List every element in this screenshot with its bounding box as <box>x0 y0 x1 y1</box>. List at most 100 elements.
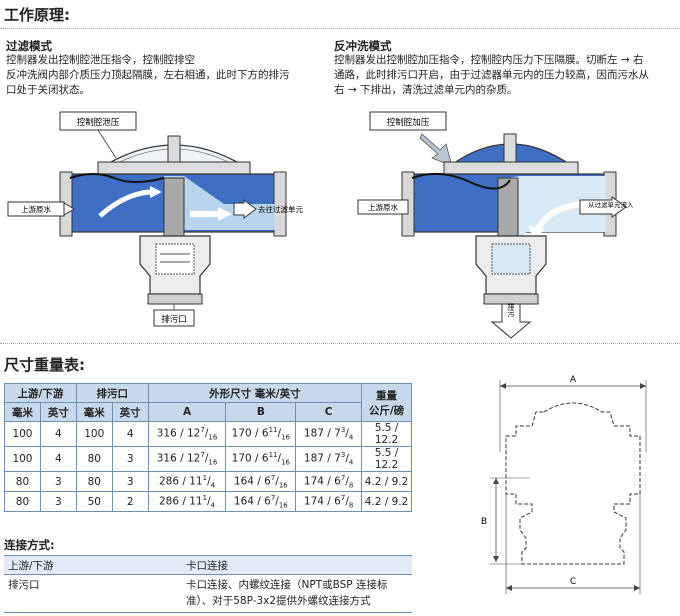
filter-mode-description: 控制器发出控制腔泄压指令，控制腔排空 反冲洗阀内部介质压力顶起隔膜，左右相通，此… <box>6 53 326 98</box>
backwash-mode-line: 通路，此时排污口开启，由于过滤器单元内的压力较高，因而污水从 <box>334 69 649 81</box>
connection-value-line: 卡口连接、内螺纹连接（NPT或BSP 连接标 <box>186 579 388 591</box>
table-cell: 3 <box>39 471 77 492</box>
principle-title: 工作原理: <box>4 6 70 24</box>
dim-fraction-denominator: 8 <box>348 501 354 510</box>
table-cell-a: 316 / 127/16 <box>147 421 227 447</box>
dim-value: 286 / 11 <box>158 495 203 508</box>
table-cell: 2 <box>111 491 149 512</box>
backwash-upstream-label: 上游原水 <box>368 202 398 212</box>
table-cell: 4 <box>39 446 77 472</box>
filter-mode-line: 控制器发出控制腔泄压指令，控制腔排空 <box>6 54 195 66</box>
dim-value: 164 / 6 <box>233 495 271 508</box>
connection-row: 排污口 卡口连接、内螺纹连接（NPT或BSP 连接标 准）、对于58P-3x2提… <box>4 574 412 613</box>
dim-fraction-slash: / <box>207 495 211 508</box>
dim-fraction-denominator: 8 <box>348 481 354 490</box>
backwash-mode-diagram: 控制腔加压 上游原水 从过滤单元流入 排污 <box>357 111 634 339</box>
table-cell-weight: 4.2 / 9.2 <box>361 491 412 512</box>
dim-fraction-slash: / <box>204 452 209 465</box>
table-cell-c: 187 / 73/4 <box>295 446 363 472</box>
table-cell: 80 <box>4 471 41 492</box>
dim-fraction-denominator: 4 <box>348 458 354 467</box>
filter-mode-line: 口处于关闭状态。 <box>6 84 90 96</box>
filter-mode-title: 过滤模式 <box>6 39 52 53</box>
filter-mode-line: 反冲洗阀内部介质压力顶起隔膜，左右相通，此时下方的排污 <box>6 69 290 81</box>
backwash-mode-line: 控制器发出控制腔加压指令，控制腔内压力下压隔膜。切断左 → 右 <box>334 54 644 66</box>
dim-value: 170 / 6 <box>231 452 269 465</box>
dim-fraction-denominator: 16 <box>278 501 288 510</box>
backwash-from-filter-label: 从过滤单元流入 <box>588 200 634 209</box>
dim-fraction-slash: / <box>275 475 279 488</box>
connection-value: 卡口连接、内螺纹连接（NPT或BSP 连接标 准）、对于58P-3x2提供外螺纹… <box>186 577 387 609</box>
header-drain: 排污口 <box>75 383 149 403</box>
header-b: B <box>225 402 297 422</box>
dim-fraction-numerator: 11 <box>268 451 278 460</box>
connection-name: 上游/下游 <box>8 560 54 572</box>
outline-drawing: A B C <box>481 375 647 594</box>
table-cell-weight: 5.5 / 12.2 <box>361 421 412 447</box>
connection-name: 排污口 <box>8 579 40 591</box>
dim-fraction-slash: / <box>345 475 349 488</box>
dim-value: 164 / 6 <box>233 475 271 488</box>
header-weight: 重量 公斤/磅 <box>361 383 412 422</box>
table-cell-b: 164 / 67/16 <box>225 491 297 512</box>
filter-upstream-label: 上游原水 <box>21 204 51 214</box>
backwash-callout-label: 控制腔加压 <box>387 117 430 128</box>
table-cell: 100 <box>4 421 41 447</box>
table-cell-b: 170 / 611/16 <box>225 446 297 472</box>
dim-fraction-numerator: 7 <box>340 473 346 482</box>
filter-drain-label: 排污口 <box>161 314 187 325</box>
table-cell-a: 286 / 111/4 <box>147 491 227 512</box>
table-cell-c: 174 / 67/8 <box>295 491 363 512</box>
filter-mode-diagram: 控制腔泄压 上游原水 去往过滤单元 排污口 <box>7 111 303 327</box>
dim-fraction-numerator: 7 <box>340 493 346 502</box>
connection-title: 连接方式: <box>4 538 55 552</box>
label-c: C <box>570 577 576 587</box>
dim-fraction-slash: / <box>345 495 349 508</box>
table-cell: 100 <box>4 446 41 472</box>
table-cell: 50 <box>75 491 113 512</box>
table-cell-weight: 4.2 / 9.2 <box>361 471 412 492</box>
dim-fraction-numerator: 1 <box>202 473 208 482</box>
backwash-mode-description: 控制器发出控制腔加压指令，控制腔内压力下压隔膜。切断左 → 右 通路，此时排污口… <box>334 53 678 98</box>
table-cell-b: 164 / 67/16 <box>225 471 297 492</box>
callout-box <box>369 111 447 131</box>
table-cell-c: 187 / 73/4 <box>295 421 363 447</box>
header-mm: 毫米 <box>75 402 113 422</box>
dim-fraction-numerator: 11 <box>268 426 278 435</box>
header-inlet: 上游/下游 <box>4 383 77 403</box>
connection-row: 上游/下游 卡口连接 <box>4 555 412 575</box>
label-a: A <box>570 375 577 385</box>
header-weight-title: 重量 <box>376 389 398 402</box>
dim-value: 286 / 11 <box>158 475 203 488</box>
section-divider <box>0 28 680 29</box>
header-outline: 外形尺寸 毫米/英寸 <box>147 383 363 403</box>
dim-fraction-slash: / <box>275 495 279 508</box>
dim-fraction-slash: / <box>204 427 209 440</box>
table-cell: 80 <box>75 471 113 492</box>
table-cell: 3 <box>111 471 149 492</box>
header-inch: 英寸 <box>111 402 149 422</box>
dim-value: 170 / 6 <box>231 427 269 440</box>
header-weight-unit: 公斤/磅 <box>368 404 405 417</box>
section-divider <box>0 343 680 344</box>
connection-table: 上游/下游 卡口连接 排污口 卡口连接、内螺纹连接（NPT或BSP 连接标 准）… <box>4 555 412 615</box>
dim-fraction-slash: / <box>277 427 282 440</box>
backwash-mode-title: 反冲洗模式 <box>334 39 392 53</box>
dim-fraction-denominator: 4 <box>348 433 354 442</box>
table-cell-weight: 5.5 / 12.2 <box>361 446 412 472</box>
table-cell: 80 <box>4 491 41 512</box>
dim-fraction-denominator: 16 <box>278 481 288 490</box>
dim-fraction-slash: / <box>345 452 349 465</box>
dimensions-title: 尺寸重量表: <box>4 356 85 374</box>
dim-fraction-denominator: 4 <box>210 481 216 490</box>
header-a: A <box>147 402 227 422</box>
dim-fraction-numerator: 7 <box>270 473 276 482</box>
backwash-drain-label: 排污 <box>507 302 515 318</box>
dim-value: 187 / 7 <box>303 427 341 440</box>
table-cell-b: 170 / 611/16 <box>225 421 297 447</box>
dim-fraction-denominator: 4 <box>210 501 216 510</box>
dimension-table: 上游/下游 排污口 外形尺寸 毫米/英寸 重量 公斤/磅 毫米 英寸 毫米 英寸… <box>4 383 412 512</box>
